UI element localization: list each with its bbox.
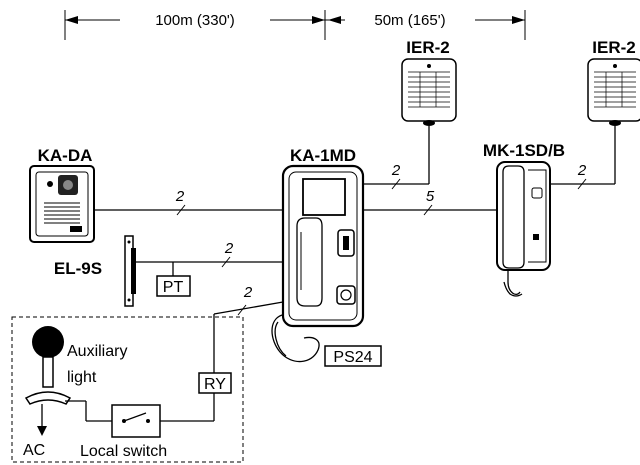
wire-relay-to-master: [213, 301, 284, 373]
local-switch-label: Local switch: [80, 443, 167, 460]
ier-2-speaker-a: [401, 58, 457, 126]
wire-count-strike: 2: [224, 240, 234, 257]
wire-master-to-sub: [363, 204, 497, 216]
dimension-label-100m: 100m (330'): [155, 12, 235, 29]
label-ka-da: KA-DA: [38, 146, 93, 165]
light-circuit-enclosure: [11, 316, 244, 463]
wire-count-door: 2: [175, 188, 185, 205]
wire-sub-to-ier-b: [550, 126, 616, 190]
wire-count-sub: 5: [426, 188, 435, 205]
label-ier-2-a: IER-2: [406, 38, 449, 57]
mk-1sd-b-sub-master: [496, 161, 551, 297]
dimension-line-2: [325, 10, 526, 40]
ka-1md-master-station: [271, 164, 365, 363]
ps24-box: [324, 345, 382, 367]
local-switch-wiring: [65, 393, 215, 438]
wire-door-to-master: [94, 204, 283, 216]
ry-box: [198, 372, 232, 394]
pt-label: PT: [163, 279, 184, 296]
label-ier-2-b: IER-2: [592, 38, 635, 57]
ps24-label: PS24: [333, 349, 372, 366]
wire-count-relay: 2: [243, 284, 253, 301]
wire-master-to-ier-a: [363, 126, 430, 190]
ier-2-speaker-b: [587, 58, 640, 126]
ac-label: AC: [23, 442, 45, 459]
light-label: light: [67, 369, 97, 386]
pt-box: [156, 275, 191, 297]
wire-count-ier-b: 2: [577, 162, 587, 179]
label-el-9s: EL-9S: [54, 259, 102, 278]
wire-count-ier-a: 2: [391, 162, 401, 179]
wire-strike-to-master: [133, 256, 283, 268]
ka-da-door-station: [29, 165, 95, 243]
dimension-line-1: [64, 10, 326, 40]
ry-label: RY: [204, 376, 226, 393]
dimension-label-50m: 50m (165'): [374, 12, 445, 29]
el-9s-door-strike: [124, 235, 136, 307]
auxiliary-light-label: Auxiliary: [67, 343, 127, 360]
label-ka-1md: KA-1MD: [290, 146, 356, 165]
label-mk-1sd-b: MK-1SD/B: [483, 141, 565, 160]
auxiliary-light-icon: [24, 326, 72, 436]
